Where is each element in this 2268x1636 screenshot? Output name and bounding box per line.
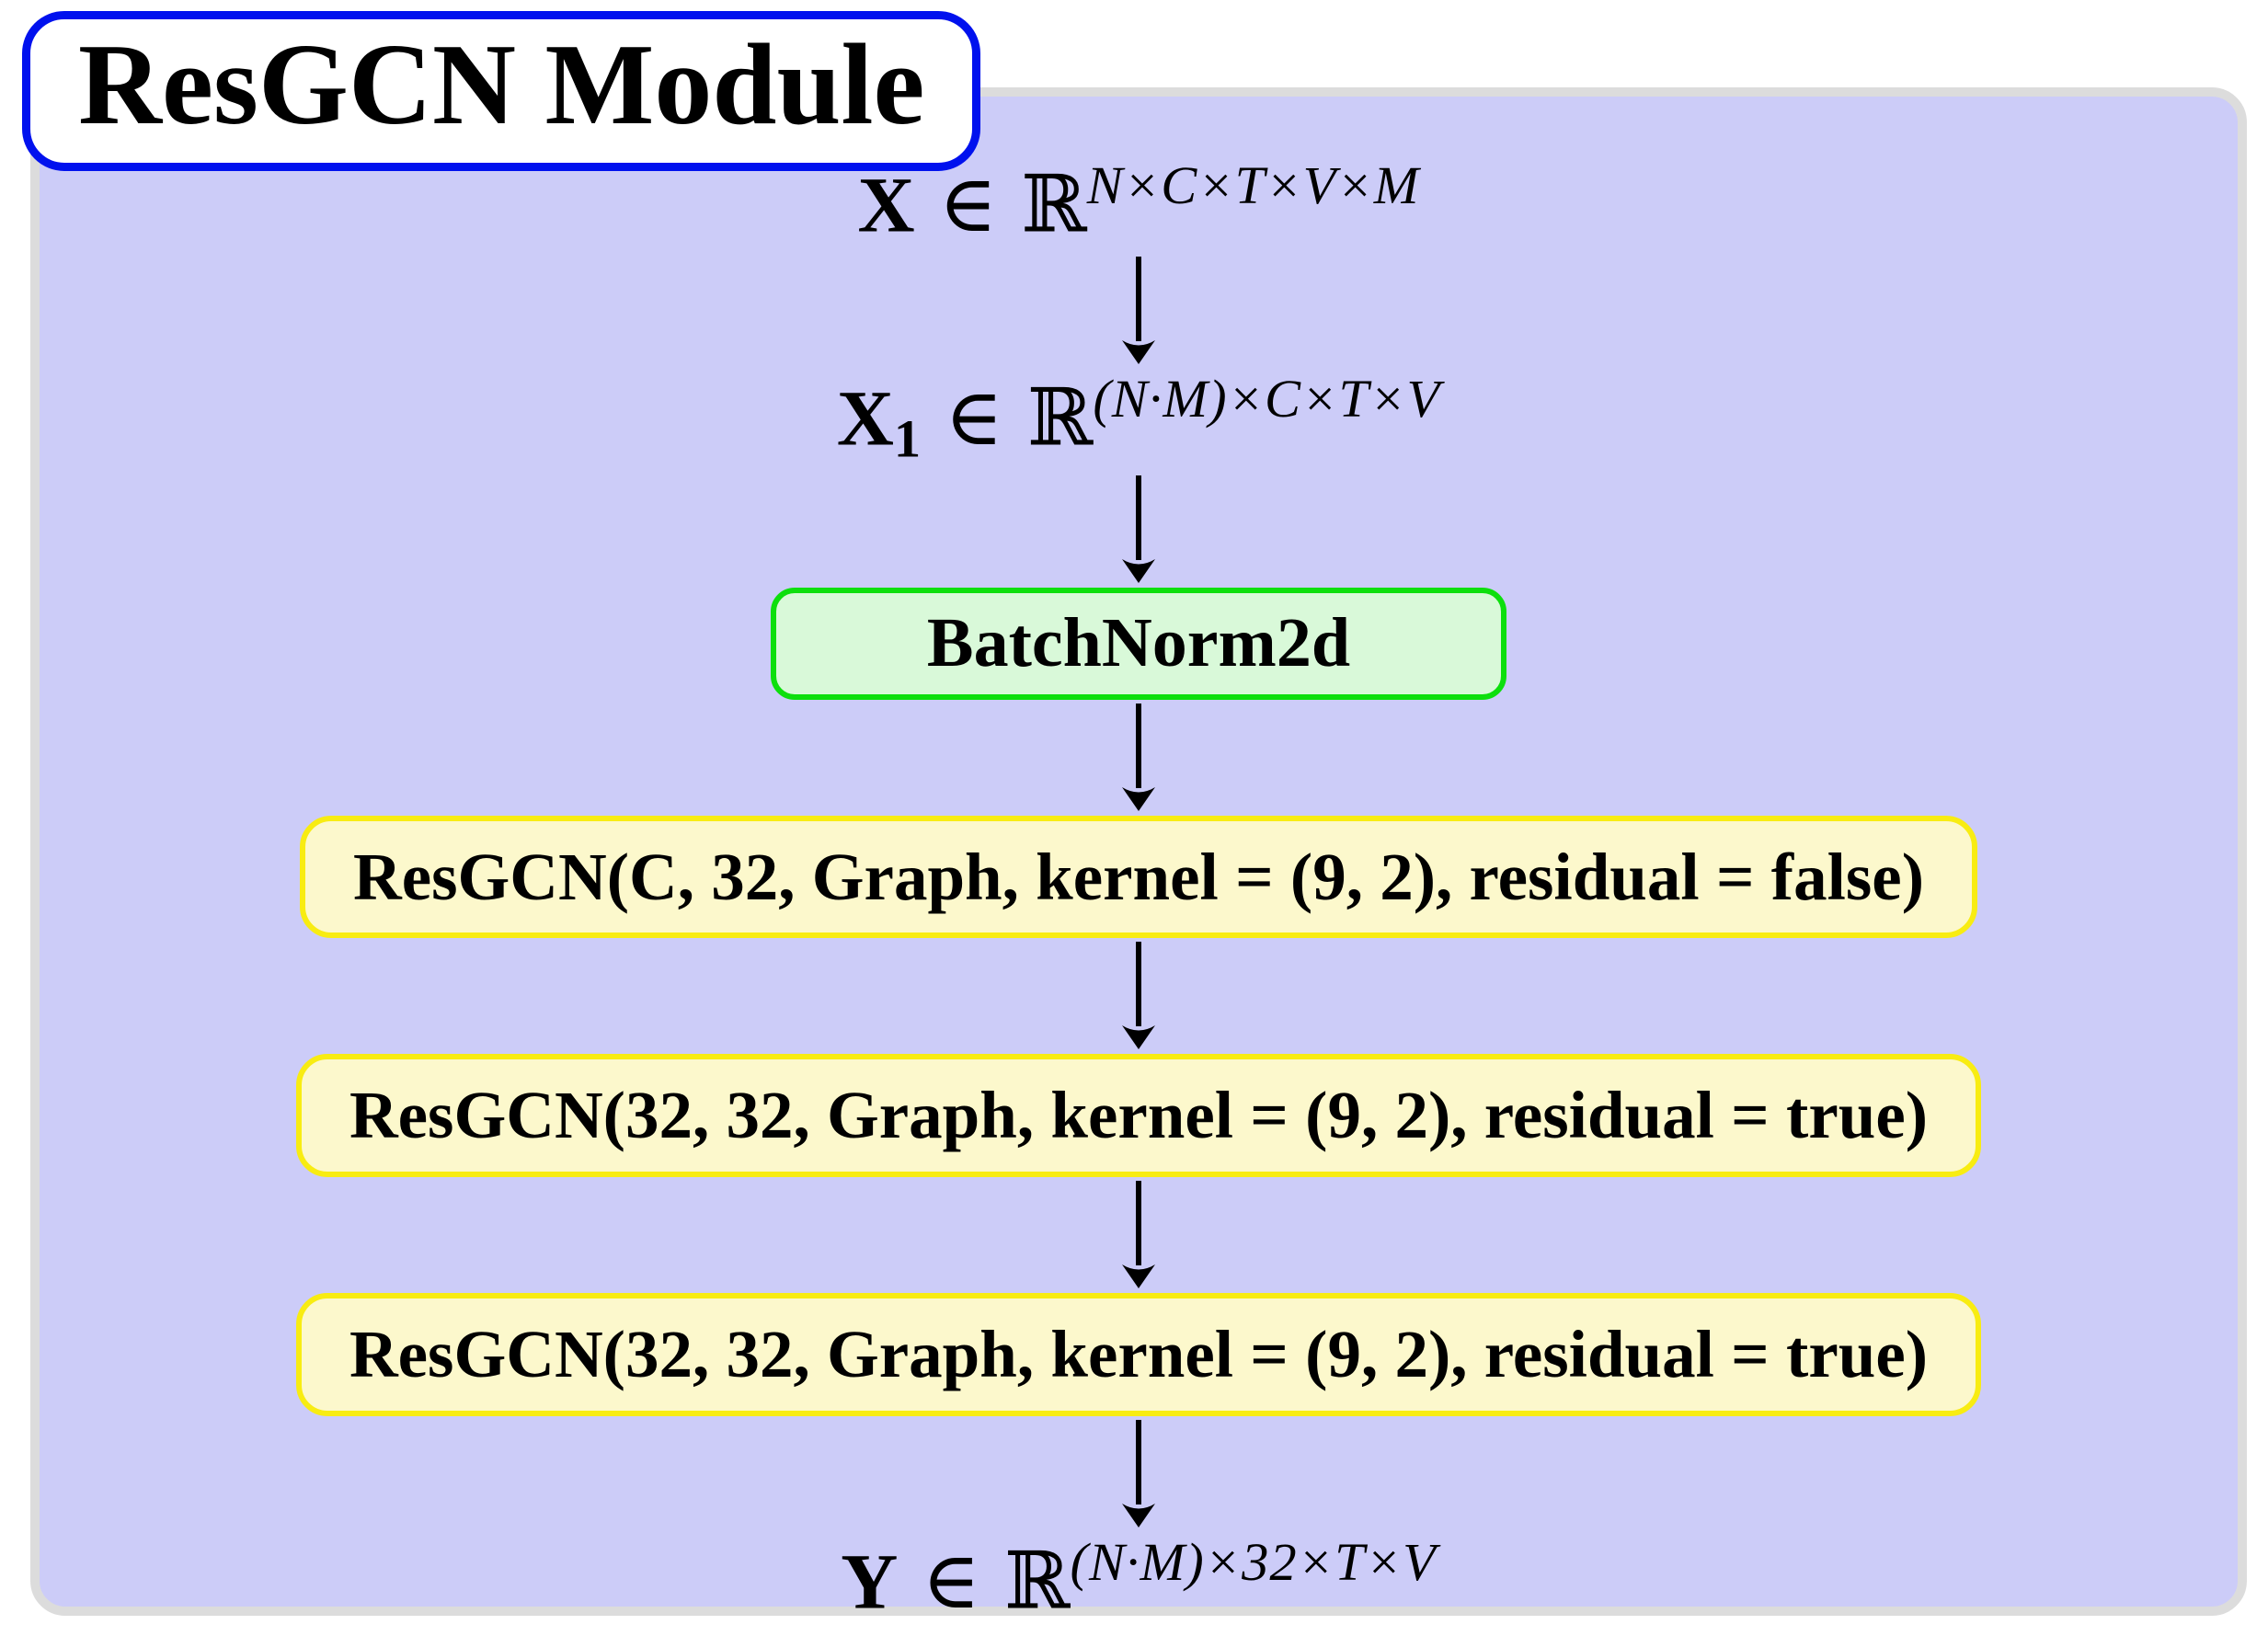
- arrow-line: [1136, 475, 1141, 561]
- output-tensor-shape: (N·M)×32×T×V: [1070, 1531, 1437, 1592]
- element-of-symbol: ∈: [922, 1535, 980, 1628]
- resgcn-layer-2-label: ResGCN(32, 32, Graph, kernel = (9, 2), r…: [349, 1078, 1929, 1153]
- batchnorm-label: BatchNorm2d: [926, 604, 1351, 682]
- arrow-down-icon: [1122, 786, 1155, 811]
- reshaped-tensor-formula: X1∈ℝ(N·M)×C×T×V: [837, 372, 1440, 469]
- resgcn-layer-2-node: ResGCN(32, 32, Graph, kernel = (9, 2), r…: [295, 1054, 1982, 1178]
- resgcn-layer-1-node: ResGCN(C, 32, Graph, kernel = (9, 2), re…: [299, 815, 1977, 939]
- resgcn-layer-3-node: ResGCN(32, 32, Graph, kernel = (9, 2), r…: [295, 1293, 1982, 1416]
- flow-arrow-1: [1121, 256, 1156, 365]
- element-of-symbol: ∈: [938, 158, 998, 251]
- element-of-symbol: ∈: [945, 372, 1003, 464]
- flow-arrow-2: [1121, 475, 1156, 584]
- arrow-down-icon: [1122, 1503, 1155, 1527]
- resgcn-layer-1-label: ResGCN(C, 32, Graph, kernel = (9, 2), re…: [352, 839, 1924, 914]
- arrow-line: [1136, 1181, 1141, 1266]
- output-tensor-formula: Y∈ℝ(N·M)×32×T×V: [841, 1535, 1437, 1628]
- flow-column: X∈ℝN×C×T×V×M X1∈ℝ(N·M)×C×T×V BatchNorm2d…: [40, 97, 2238, 1625]
- arrow-line: [1136, 256, 1141, 341]
- input-tensor-shape: N×C×T×V×M: [1086, 155, 1420, 215]
- flow-arrow-4: [1121, 942, 1156, 1050]
- arrow-line: [1136, 1419, 1141, 1504]
- reshaped-tensor-symbol: X: [836, 373, 894, 463]
- arrow-down-icon: [1122, 559, 1155, 584]
- output-tensor-symbol: Y: [841, 1537, 899, 1626]
- module-title-box: ResGCN Module: [22, 11, 981, 172]
- real-numbers-symbol: ℝ: [1003, 1535, 1071, 1628]
- batchnorm-node: BatchNorm2d: [771, 588, 1506, 700]
- reshaped-tensor-subscript: 1: [893, 407, 922, 468]
- arrow-down-icon: [1122, 1264, 1155, 1289]
- real-numbers-symbol: ℝ: [1021, 158, 1087, 251]
- arrow-down-icon: [1122, 1025, 1155, 1050]
- real-numbers-symbol: ℝ: [1026, 372, 1094, 464]
- resgcn-layer-3-label: ResGCN(32, 32, Graph, kernel = (9, 2), r…: [349, 1317, 1929, 1392]
- arrow-line: [1136, 703, 1141, 788]
- arrow-line: [1136, 942, 1141, 1027]
- reshaped-tensor-shape: (N·M)×C×T×V: [1093, 368, 1441, 429]
- module-title: ResGCN Module: [78, 21, 925, 149]
- input-tensor-symbol: X: [857, 160, 915, 249]
- input-tensor-formula: X ∈ℝN×C×T×V×M: [857, 158, 1419, 251]
- flow-arrow-6: [1121, 1419, 1156, 1528]
- flow-arrow-3: [1121, 703, 1156, 812]
- arrow-down-icon: [1122, 339, 1155, 364]
- flow-arrow-5: [1121, 1181, 1156, 1289]
